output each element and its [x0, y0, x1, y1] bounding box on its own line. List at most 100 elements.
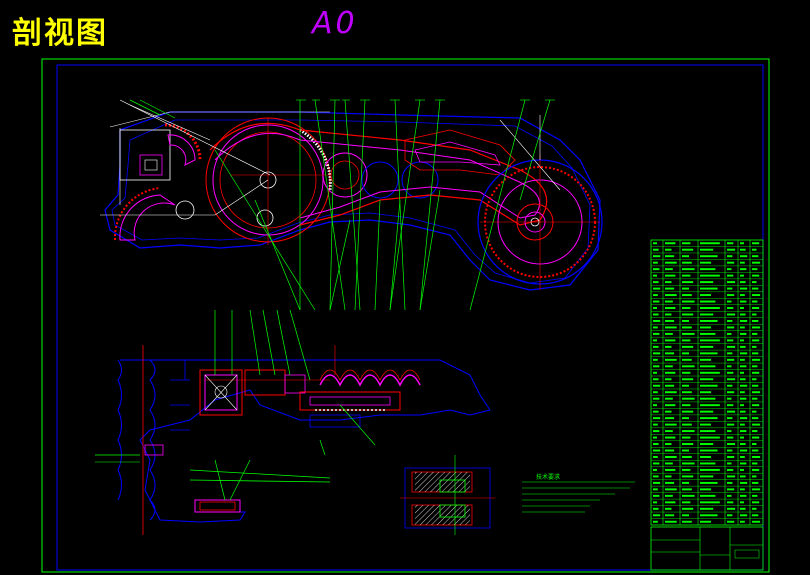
table-cell-text: [727, 268, 732, 271]
table-cell-text: [752, 261, 761, 264]
table-cell-text: [653, 378, 659, 381]
table-cell-text: [653, 481, 661, 484]
table-cell-text: [653, 488, 658, 491]
table-cell-text: [752, 481, 759, 484]
table-cell-text: [740, 313, 746, 316]
table-cell-text: [653, 365, 660, 368]
table-cell-text: [700, 384, 718, 387]
table-cell-text: [727, 475, 736, 478]
table-cell-text: [653, 248, 659, 251]
table-cell-text: [700, 261, 711, 264]
table-cell-text: [700, 339, 720, 342]
table-cell-text: [752, 501, 760, 504]
table-cell-text: [653, 449, 661, 452]
table-cell-text: [740, 488, 745, 491]
table-cell-text: [682, 436, 691, 439]
table-cell-text: [653, 274, 657, 277]
table-cell-text: [752, 274, 760, 277]
table-cell-text: [740, 481, 748, 484]
table-cell-text: [752, 255, 759, 258]
table-cell-text: [665, 358, 677, 361]
table-cell-text: [740, 352, 748, 355]
table-cell-text: [665, 274, 676, 277]
table-cell-text: [653, 494, 660, 497]
table-cell-text: [752, 475, 757, 478]
table-cell-text: [752, 313, 757, 316]
table-cell-text: [653, 443, 659, 446]
table-cell-text: [700, 404, 720, 407]
table-cell-text: [682, 391, 692, 394]
table-cell-text: [727, 449, 733, 452]
table-cell-text: [727, 358, 735, 361]
table-cell-text: [740, 514, 748, 517]
table-cell-text: [653, 339, 657, 342]
table-cell-text: [740, 391, 745, 394]
table-cell-text: [740, 462, 747, 465]
technical-notes-title: 技术要求: [536, 474, 561, 481]
table-cell-text: [682, 242, 691, 245]
table-cell-text: [682, 274, 691, 277]
table-cell-text: [665, 481, 675, 484]
table-cell-text: [727, 378, 736, 381]
table-cell-text: [682, 287, 689, 290]
table-cell-text: [740, 261, 745, 264]
table-cell-text: [752, 404, 760, 407]
table-cell-text: [682, 488, 692, 491]
table-cell-text: [653, 423, 658, 426]
table-cell-text: [740, 300, 747, 303]
sheet-size-label: A0: [312, 6, 358, 41]
table-cell-text: [653, 430, 660, 433]
table-cell-text: [665, 488, 677, 491]
table-cell-text: [665, 475, 672, 478]
table-cell-text: [653, 462, 660, 465]
table-cell-text: [740, 268, 747, 271]
table-cell-text: [682, 268, 695, 271]
table-cell-text: [665, 378, 672, 381]
table-cell-text: [665, 423, 677, 426]
table-cell-text: [700, 488, 711, 491]
table-cell-text: [665, 300, 673, 303]
table-cell-text: [700, 313, 714, 316]
table-cell-text: [682, 410, 694, 413]
table-cell-text: [682, 339, 691, 342]
table-cell-text: [752, 281, 757, 284]
table-cell-text: [653, 307, 657, 309]
table-cell-text: [740, 294, 745, 297]
table-cell-text: [665, 365, 673, 368]
table-cell-text: [752, 352, 759, 355]
table-cell-text: [682, 501, 691, 504]
table-cell-text: [752, 300, 758, 303]
table-cell-text: [665, 417, 675, 420]
table-cell-text: [665, 443, 672, 446]
table-cell-text: [700, 358, 711, 361]
table-cell-text: [740, 371, 744, 374]
table-cell-text: [740, 274, 744, 277]
table-cell-text: [740, 242, 744, 245]
table-cell-text: [740, 410, 746, 413]
table-cell-text: [727, 326, 735, 329]
table-cell-text: [740, 494, 747, 497]
table-cell-text: [665, 468, 676, 471]
table-cell-text: [700, 410, 714, 413]
table-cell-text: [700, 430, 716, 433]
table-cell-text: [752, 242, 760, 245]
table-cell-text: [727, 274, 734, 277]
table-cell-text: [752, 436, 760, 439]
table-cell-text: [740, 417, 748, 420]
table-cell-text: [752, 339, 760, 342]
table-cell-text: [727, 339, 734, 342]
table-cell-text: [700, 248, 714, 251]
table-cell-text: [740, 287, 748, 290]
table-cell-text: [740, 436, 744, 439]
table-cell-text: [700, 319, 718, 322]
table-cell-text: [653, 397, 660, 400]
table-cell-text: [700, 514, 718, 517]
table-cell-text: [740, 339, 744, 342]
table-cell-text: [752, 430, 758, 433]
table-cell-text: [752, 358, 761, 361]
table-cell-text: [665, 255, 675, 258]
table-cell-text: [752, 520, 761, 523]
table-cell-text: [665, 391, 677, 394]
table-cell-text: [740, 255, 748, 258]
